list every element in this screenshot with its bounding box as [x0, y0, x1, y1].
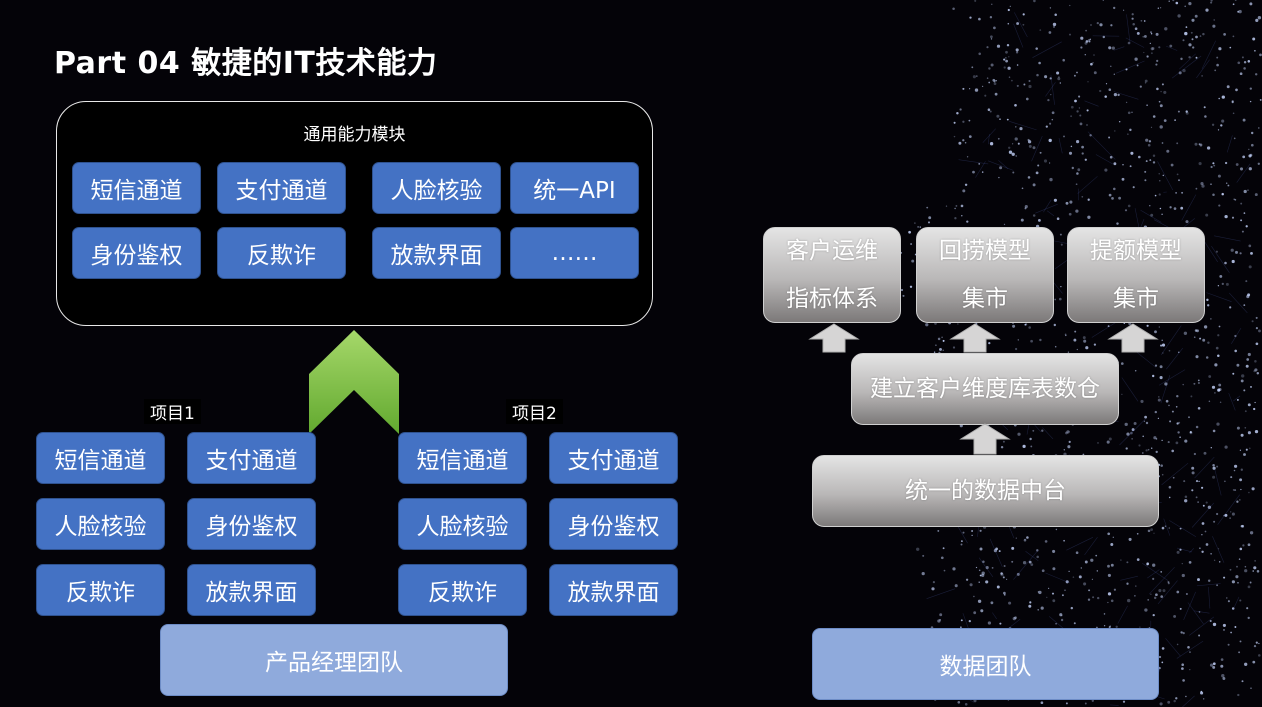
module-item-loan: 放款界面: [372, 227, 501, 279]
project2-item-payment: 支付通道: [549, 432, 678, 484]
up-arrow-icon: [949, 323, 1001, 353]
module-item-api: 统一API: [510, 162, 639, 214]
module-item-antifraud: 反欺诈: [217, 227, 346, 279]
project1-item-face: 人脸核验: [36, 498, 165, 550]
data-box-recall-model: 回捞模型 集市: [916, 227, 1054, 323]
data-box-metrics: 客户运维 指标体系: [763, 227, 901, 323]
page-title: Part 04 敏捷的IT技术能力: [54, 46, 438, 81]
data-warehouse-box: 建立客户维度库表数仓: [851, 353, 1119, 425]
data-team-box: 数据团队: [812, 628, 1159, 700]
project2-item-loan: 放款界面: [549, 564, 678, 616]
green-up-arrow: [309, 330, 399, 434]
data-box-limit-line2: 集市: [1113, 286, 1159, 312]
project2-label: 项目2: [506, 399, 563, 424]
module-item-face: 人脸核验: [372, 162, 501, 214]
project1-item-sms: 短信通道: [36, 432, 165, 484]
up-arrow-icon: [1107, 323, 1159, 353]
project1-label: 项目1: [144, 399, 201, 424]
project2-item-face: 人脸核验: [398, 498, 527, 550]
data-box-limit-model: 提额模型 集市: [1067, 227, 1205, 323]
up-arrow-icon: [808, 323, 860, 353]
project1-item-auth: 身份鉴权: [187, 498, 316, 550]
project2-item-sms: 短信通道: [398, 432, 527, 484]
data-box-recall-line2: 集市: [962, 286, 1008, 312]
module-item-sms: 短信通道: [72, 162, 201, 214]
data-box-limit-line1: 提额模型: [1090, 238, 1182, 264]
product-team-box: 产品经理团队: [160, 624, 508, 696]
data-box-recall-line1: 回捞模型: [939, 238, 1031, 264]
project1-item-antifraud: 反欺诈: [36, 564, 165, 616]
module-item-auth: 身份鉴权: [72, 227, 201, 279]
data-box-metrics-line2: 指标体系: [786, 286, 878, 312]
project1-item-loan: 放款界面: [187, 564, 316, 616]
module-item-more: ……: [510, 227, 639, 279]
data-middle-platform-box: 统一的数据中台: [812, 455, 1159, 527]
module-item-payment: 支付通道: [217, 162, 346, 214]
project1-item-payment: 支付通道: [187, 432, 316, 484]
up-arrow-icon: [959, 423, 1011, 455]
data-box-metrics-line1: 客户运维: [786, 238, 878, 264]
common-module-label: 通用能力模块: [303, 125, 406, 145]
project2-item-antifraud: 反欺诈: [398, 564, 527, 616]
project2-item-auth: 身份鉴权: [549, 498, 678, 550]
